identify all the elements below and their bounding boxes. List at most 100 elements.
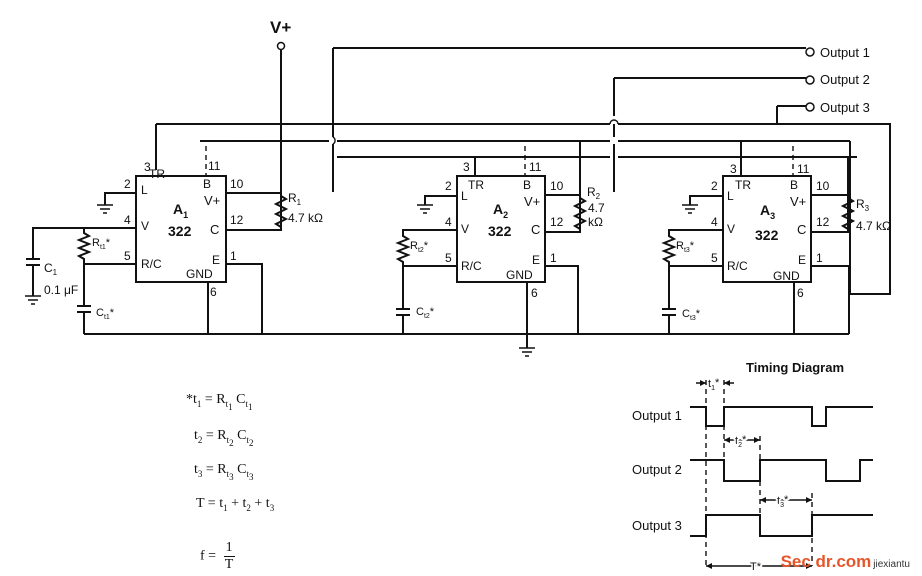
main-ground [519, 347, 535, 357]
watermark-brand: Sec dr.com [780, 552, 872, 571]
a3-pin6: 6 [797, 286, 804, 300]
a2-r2-value2: kΩ [588, 215, 603, 229]
timing-title: Timing Diagram [746, 360, 844, 375]
a1-e-gnd-wires [207, 263, 263, 334]
a2-pin-c: C [531, 222, 540, 237]
output1-label: Output 1 [820, 45, 870, 60]
c1-capacitor [26, 258, 40, 266]
a3-pin12: 12 [816, 215, 830, 229]
a2-pin-vplus: V+ [524, 194, 540, 209]
a3-pin1: 1 [816, 251, 823, 265]
ct3-capacitor [662, 308, 676, 316]
a2-pin-l: L [461, 189, 468, 203]
a3-pin2: 2 [711, 179, 718, 193]
rt2-resistor [395, 229, 457, 266]
eq-f-lhs: f = [200, 548, 217, 564]
a1-rc-wire [83, 263, 136, 306]
a2-l-ground-symbol [417, 204, 433, 214]
a2-l-ground [424, 195, 457, 205]
a1-l-ground [104, 192, 136, 205]
a3-pin-l: L [727, 189, 734, 203]
a1-r1-value: 4.7 kΩ [288, 211, 323, 225]
waveform-output2 [690, 459, 873, 482]
equation-t2: t2 = Rt2 Ct2 [194, 428, 254, 448]
a1-pin-tr: TR [149, 167, 165, 181]
a1-l-ground-symbol [97, 204, 113, 214]
eq-f-num: 1 [223, 540, 235, 557]
c1-ground [25, 295, 41, 305]
a1-pin12: 12 [230, 213, 244, 227]
output3-label: Output 3 [820, 100, 870, 115]
a1-pin-e: E [212, 253, 220, 267]
a1-pin5: 5 [124, 249, 131, 263]
a2-rc-wire [402, 265, 457, 309]
a1-pin10: 10 [230, 177, 244, 191]
a3-pin5: 5 [711, 251, 718, 265]
a3-pin-c: C [797, 222, 806, 237]
a2-part: 322 [488, 223, 512, 239]
a1-pin-vplus: V+ [204, 193, 220, 208]
rt3-resistor [661, 229, 723, 266]
a2-r2-value1: 4.7 [588, 201, 605, 215]
a2-r2-resistor [572, 195, 588, 232]
timing-row1-label: Output 1 [632, 408, 682, 423]
c1-value: 0.1 μF [44, 283, 78, 297]
a2-pin6: 6 [531, 286, 538, 300]
c1-label: C1 [44, 261, 58, 277]
a3-r3-label: R3 [856, 197, 870, 213]
a1-part: 322 [168, 223, 192, 239]
a2-pin10: 10 [550, 179, 564, 193]
waveform-output3 [690, 514, 873, 537]
timing-row3-label: Output 3 [632, 518, 682, 533]
t1-label: t1* [708, 377, 720, 392]
t3-label: t3* [777, 494, 789, 509]
a2-pin2: 2 [445, 179, 452, 193]
a2-pin-vr: V [461, 222, 469, 236]
a3-pin-vr: V [727, 222, 735, 236]
t3-arrowheads [760, 497, 812, 503]
a3-part: 322 [755, 227, 779, 243]
trigger-jumper-a [609, 119, 619, 125]
a1-b-dash [205, 140, 281, 178]
timing-row2-label: Output 2 [632, 462, 682, 477]
a1-pin4: 4 [124, 213, 131, 227]
a1-pin11: 11 [208, 159, 221, 173]
period-label: T* [750, 561, 762, 573]
a2-pin1: 1 [550, 251, 557, 265]
waveform-output1 [690, 406, 873, 427]
a2-pin-b: B [523, 178, 531, 192]
output3-terminal [805, 102, 815, 112]
a3-pin3: 3 [730, 162, 737, 176]
a1-pin2: 2 [124, 177, 131, 191]
a2-r2-label: R2 [587, 185, 601, 201]
a2-pin11: 11 [529, 160, 542, 174]
a1-pin-rc: R/C [141, 257, 162, 271]
a1-pin-l: L [141, 183, 148, 197]
eq-f-den: T [224, 557, 234, 572]
a3-pin11: 11 [797, 162, 810, 176]
rt1-label: Rt1* [92, 237, 111, 251]
equation-t1: *t1 = Rt1 Ct1 [186, 392, 253, 412]
output1-jumper [332, 136, 336, 145]
a1-r1-label: R1 [288, 191, 302, 207]
a3-pin-gnd: GND [773, 269, 800, 283]
a3-pin-e: E [798, 253, 806, 267]
a3-r3-value: 4.7 kΩ [856, 219, 891, 233]
supply-terminal [276, 41, 286, 51]
a1-vr-wire [32, 227, 136, 259]
equation-frequency: f = 1 T [200, 540, 235, 573]
a3-pin10: 10 [816, 179, 830, 193]
a1-pin1: 1 [230, 249, 237, 263]
a2-pin-e: E [532, 253, 540, 267]
supply-label: V+ [270, 18, 291, 37]
equation-t3: t3 = Rt3 Ct3 [194, 462, 254, 482]
a2-name: A2 [493, 201, 508, 220]
a1-r1-resistor [273, 192, 289, 230]
a3-pin-rc: R/C [727, 259, 748, 273]
timing-guides [705, 380, 813, 566]
t1-arrowheads [700, 380, 730, 386]
output1-terminal [805, 47, 815, 57]
a1-pin-vr: V [141, 219, 149, 233]
a1-pin-b: B [203, 177, 211, 191]
